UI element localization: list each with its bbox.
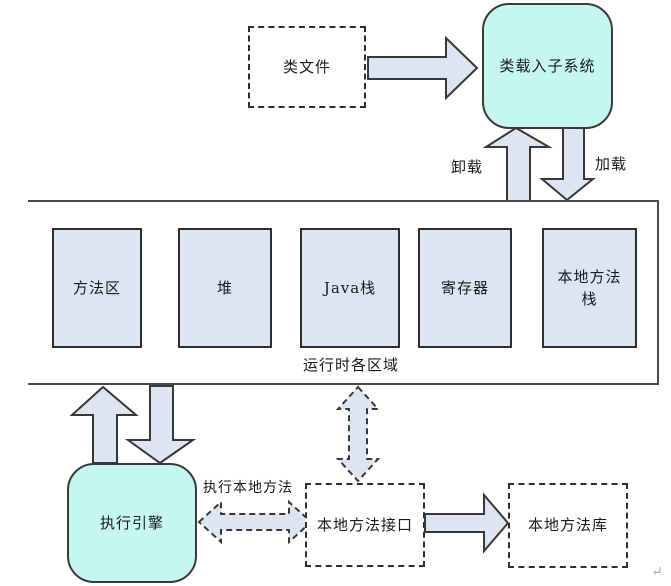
node-registers: 寄存器 xyxy=(418,228,512,348)
node-class-loader-subsystem: 类载入子系统 xyxy=(482,3,613,129)
node-native-method-library: 本地方法库 xyxy=(508,483,628,568)
node-java-stack: Java栈 xyxy=(300,228,400,348)
node-native-method-stack: 本地方法 栈 xyxy=(542,228,637,348)
arrow-runtime-interface xyxy=(335,385,381,483)
node-class-file: 类文件 xyxy=(248,26,366,108)
arrow-interface-to-library xyxy=(424,492,510,554)
node-method-area: 方法区 xyxy=(52,228,142,348)
arrow-engine-interface xyxy=(197,499,313,545)
node-native-method-interface: 本地方法接口 xyxy=(305,483,425,567)
node-execution-engine: 执行引擎 xyxy=(67,463,197,583)
arrow-runtime-to-engine xyxy=(124,385,197,465)
node-heap: 堆 xyxy=(178,228,272,348)
return-mark: ↵ xyxy=(651,564,663,580)
runtime-area-label: 运行时各区域 xyxy=(303,356,400,374)
edge-label-unload: 卸载 xyxy=(451,158,484,176)
edge-label-exec-native: 执行本地方法 xyxy=(203,480,293,496)
edge-label-load: 加载 xyxy=(595,155,628,173)
arrow-load xyxy=(539,127,596,202)
arrow-class-file-to-loader xyxy=(367,35,479,101)
